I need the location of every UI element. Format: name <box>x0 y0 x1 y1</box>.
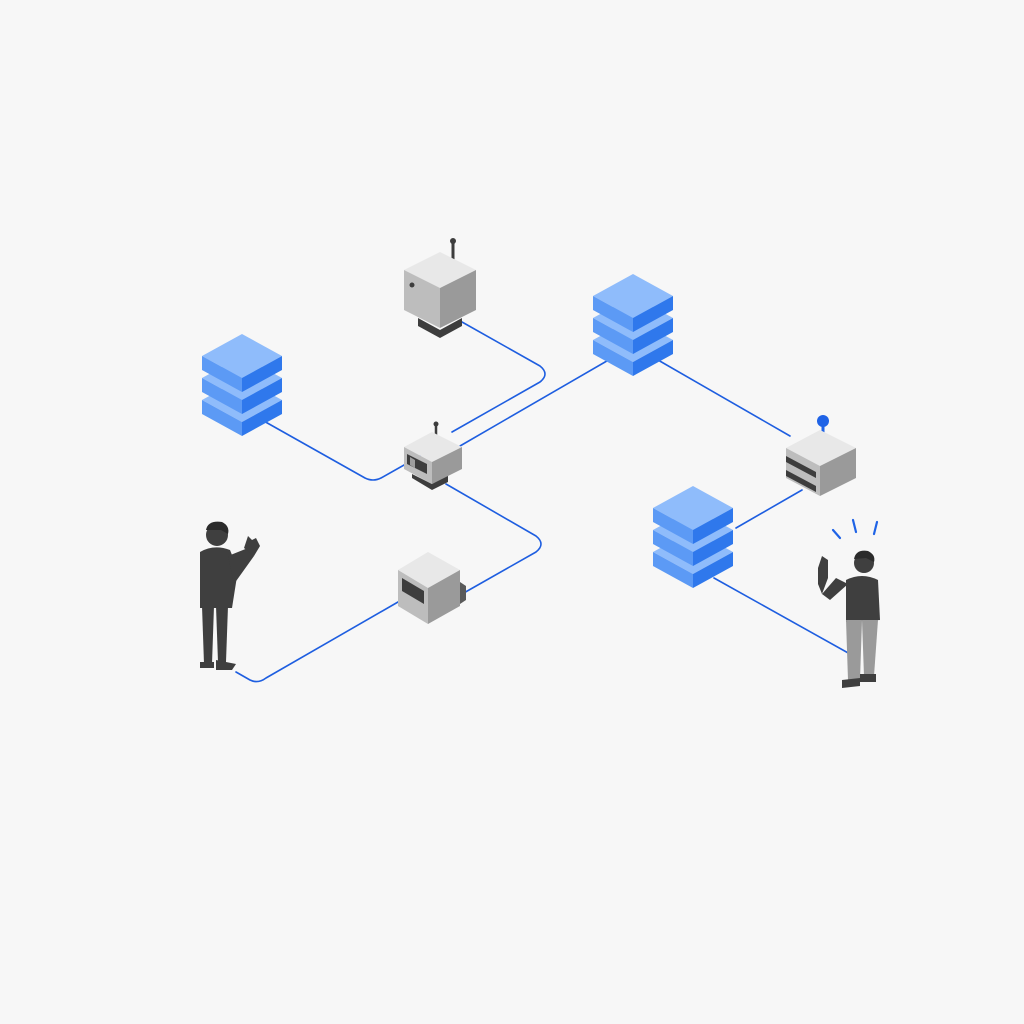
screen-icon <box>402 578 424 604</box>
monitor-terminal-icon <box>398 552 466 624</box>
connector-left-stack-to-hub <box>261 419 421 481</box>
connector-right-stack-to-person-right <box>713 577 851 655</box>
connector-hub-to-monitor <box>445 483 542 595</box>
connector-top-device-to-hub <box>451 321 546 433</box>
connector-hub-to-top-stack <box>459 357 613 447</box>
connector-lines <box>235 321 851 683</box>
wireless-node-icon <box>404 421 462 490</box>
connector-monitor-to-person-left <box>235 601 399 683</box>
database-stack-icon <box>202 334 282 436</box>
excitement-marks-icon <box>831 518 879 540</box>
network-router-icon <box>786 415 856 496</box>
person-icon <box>818 518 880 688</box>
beacon-pin-icon <box>817 415 829 427</box>
connector-top-stack-to-router <box>657 359 791 437</box>
database-stack-icon <box>653 486 733 588</box>
wireless-node-icon <box>404 238 476 338</box>
person-icon <box>200 521 260 670</box>
database-stack-icon <box>593 274 673 376</box>
connector-router-to-right-stack <box>735 489 803 529</box>
